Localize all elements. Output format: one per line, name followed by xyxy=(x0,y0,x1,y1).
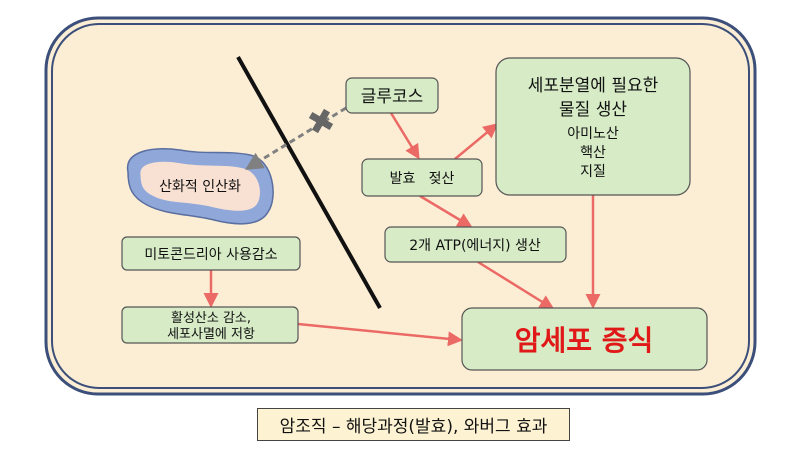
atp-label: 2개 ATP(에너지) 생산 xyxy=(409,238,541,254)
cell-inner-border xyxy=(51,23,750,389)
glucose-box xyxy=(345,77,439,114)
materials-item-amino: 아미노산 xyxy=(567,126,619,142)
glucose-label: 글루코스 xyxy=(361,87,424,107)
atp-box xyxy=(384,226,567,263)
materials-title-1: 세포분열에 필요한 xyxy=(528,76,659,96)
arrow-atp-to-proliferation xyxy=(477,260,555,310)
arrow-fermentation-to-atp xyxy=(419,194,473,228)
caption: 암조직 – 해당과정(발효), 와버그 효과 xyxy=(257,408,570,441)
materials-box xyxy=(495,57,691,196)
materials-item-nucleic: 핵산 xyxy=(580,145,606,161)
fermentation-box xyxy=(361,158,483,197)
glucose-to-mito-dashed-arrow xyxy=(244,106,347,170)
mito-usage-box xyxy=(121,236,301,271)
arrow-ros-to-proliferation xyxy=(297,322,463,347)
arrow-glucose-to-fermentation xyxy=(389,112,420,160)
proliferation-box xyxy=(461,307,708,371)
fermentation-label: 발효 젖산 xyxy=(390,171,455,187)
x-mark-icon xyxy=(308,108,334,134)
oxidation-label: 산화적 인산화 xyxy=(159,179,241,195)
mitochondria-inner xyxy=(139,160,261,212)
ros-label-1: 활성산소 감소, xyxy=(171,311,251,326)
ros-box xyxy=(121,306,299,344)
proliferation-label: 암세포 증식 xyxy=(515,324,654,357)
mito-usage-label: 미토콘드리아 사용감소 xyxy=(144,247,277,263)
ros-label-2: 세포사멸에 저항 xyxy=(167,327,255,342)
arrow-fermentation-to-materials xyxy=(454,123,499,160)
membrane-line xyxy=(236,56,382,309)
materials-item-lipid: 지질 xyxy=(580,164,606,180)
materials-title-2: 물질 생산 xyxy=(559,100,627,120)
